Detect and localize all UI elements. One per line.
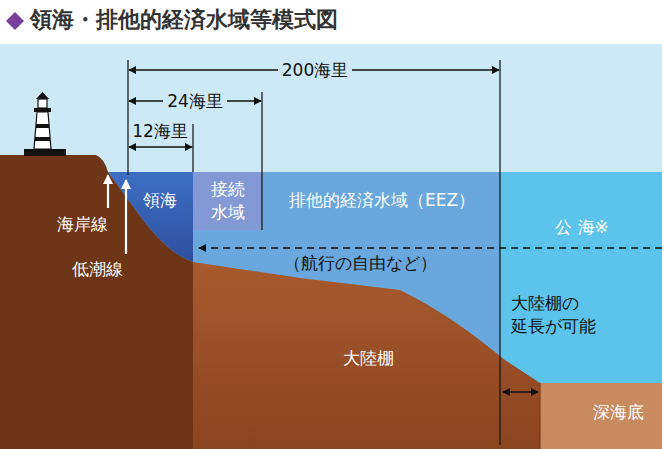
dimension-arrows — [129, 70, 538, 392]
coastline-pointer — [107, 175, 109, 208]
note-label-wrap: （航行の自由など） — [284, 252, 437, 275]
lighthouse — [24, 92, 66, 156]
sky — [0, 44, 662, 172]
dimension-label: 12海里 — [132, 120, 188, 143]
dimension-label-wrap: 12海里 — [132, 120, 188, 143]
zone-label-wrap: 排他的経済水域（EEZ） — [289, 189, 475, 212]
note-label: 大陸棚の 延長が可能 — [511, 292, 596, 338]
continental-shelf — [193, 262, 662, 449]
note-label-wrap: 大陸棚の 延長が可能 — [511, 292, 596, 338]
line-label-wrap: 低潮線 — [72, 258, 123, 281]
zone-label: 排他的経済水域（EEZ） — [289, 189, 475, 212]
dimension-label: 24海里 — [163, 90, 227, 113]
deep-seabed — [540, 383, 662, 449]
contiguous-zone — [193, 172, 262, 230]
line-label: 海岸線 — [57, 213, 108, 236]
zone-label-wrap: 接続 水域 — [211, 178, 245, 224]
land — [0, 155, 193, 449]
zone-label-wrap: 領海 — [143, 189, 177, 212]
line-label: 低潮線 — [72, 258, 123, 281]
dimension-label: 200海里 — [278, 59, 352, 82]
zone-label: 領海 — [143, 189, 177, 212]
zone-label-wrap: 公 海※ — [555, 216, 609, 239]
navigation-arrow — [199, 247, 662, 249]
note-label: （航行の自由など） — [284, 252, 437, 275]
seabed-label-wrap: 大陸棚 — [343, 347, 394, 370]
diagram-title: 領海・排他的経済水域等模式図 — [30, 6, 338, 35]
seabed-label-wrap: 深海底 — [593, 401, 644, 424]
title-diamond — [6, 12, 24, 30]
line-label-wrap: 海岸線 — [57, 213, 108, 236]
low-tide-pointer — [125, 180, 127, 254]
zone-label: 接続 水域 — [211, 178, 245, 224]
seabed-label: 深海底 — [593, 401, 644, 424]
seabed-label: 大陸棚 — [343, 347, 394, 370]
extension-lines — [128, 60, 540, 449]
dimension-label-wrap: 200海里 — [278, 59, 352, 82]
dimension-label-wrap: 24海里 — [163, 90, 227, 113]
zone-label: 公 海※ — [555, 216, 609, 239]
